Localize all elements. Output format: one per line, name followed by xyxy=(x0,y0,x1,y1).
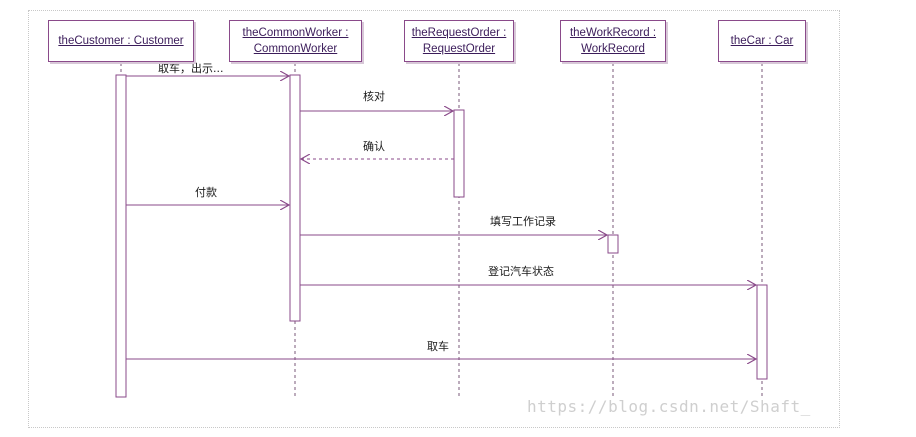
object-name: theWorkRecord : xyxy=(569,27,657,39)
object-name: theCustomer : Customer xyxy=(58,35,184,47)
message-label: 付款 xyxy=(195,185,217,199)
object-box-worker: theCommonWorker : CommonWorker xyxy=(229,20,362,62)
activation-car xyxy=(756,284,768,380)
object-box-order: theRequestOrder : RequestOrder xyxy=(404,20,514,62)
message-label: 确认 xyxy=(363,140,385,153)
activation-customer xyxy=(115,74,127,398)
message-label: 取车 xyxy=(427,339,449,353)
message-label: 填写工作记录 xyxy=(490,214,556,228)
object-name: theCar : Car xyxy=(730,35,794,47)
object-box-record: theWorkRecord : WorkRecord xyxy=(560,20,666,62)
object-class: RequestOrder xyxy=(422,43,496,55)
message-label: 核对 xyxy=(363,89,385,103)
object-box-customer: theCustomer : Customer xyxy=(48,20,194,62)
diagram-frame xyxy=(28,10,840,428)
activation-worker xyxy=(289,74,301,322)
activation-order xyxy=(453,109,465,198)
object-name: theCommonWorker : xyxy=(242,27,349,39)
object-class: WorkRecord xyxy=(581,43,645,55)
message-label: 登记汽车状态 xyxy=(488,264,554,278)
activation-record xyxy=(607,234,619,254)
message-label: 取车，出示... xyxy=(158,61,224,75)
object-name: theRequestOrder : xyxy=(411,27,507,39)
watermark: https://blog.csdn.net/Shaft_ xyxy=(527,397,811,416)
object-box-car: theCar : Car xyxy=(718,20,806,62)
object-class: CommonWorker xyxy=(253,43,338,55)
